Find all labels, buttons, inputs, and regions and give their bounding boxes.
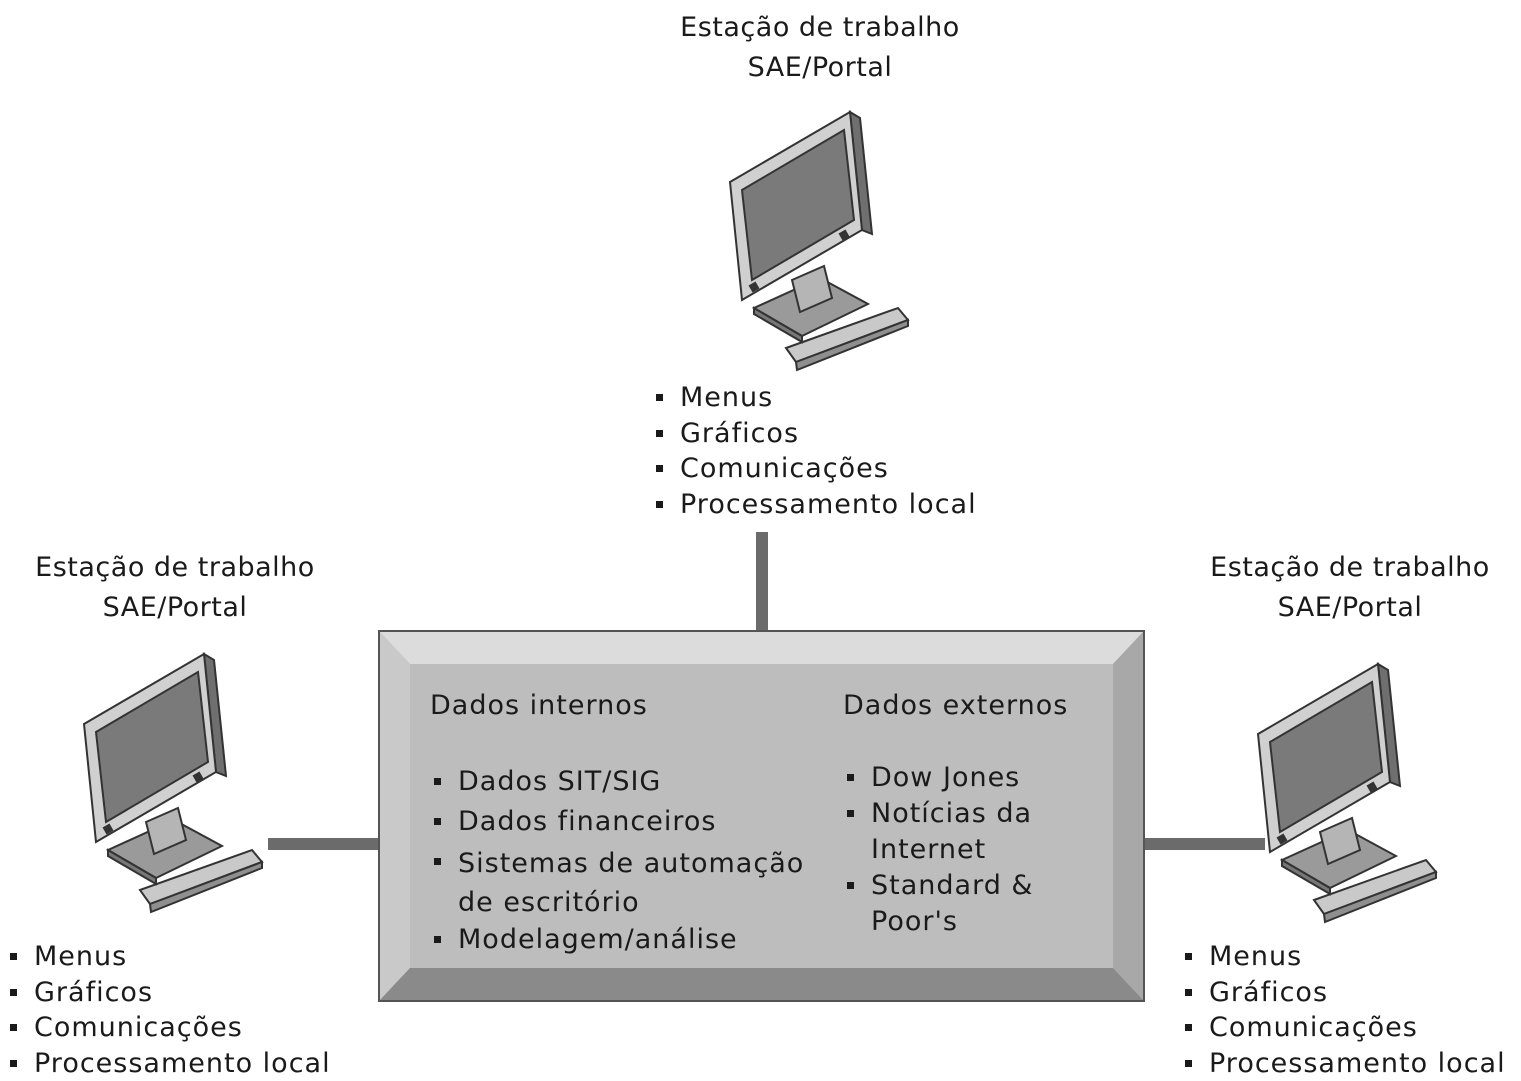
left-workstation-title-line2: SAE/Portal [0,588,350,628]
right-workstation-title: Estação de trabalho SAE/Portal [1172,548,1521,628]
left-workstation-features: Menus Gráficos Comunicações Processament… [8,939,331,1081]
internal-data-item: Modelagem/análise [432,922,804,958]
top-workstation-title-line2: SAE/Portal [640,48,1000,88]
feature-item: Menus [654,380,977,416]
left-connector-line [268,838,380,850]
feature-item: Gráficos [1183,975,1506,1011]
right-connector-line [1143,838,1265,850]
top-workstation-features: Menus Gráficos Comunicações Processament… [654,380,977,522]
data-server-box: Dados internos Dados SIT/SIG Dados finan… [378,630,1145,1002]
top-workstation-title: Estação de trabalho SAE/Portal [640,8,1000,88]
top-computer-icon [728,108,918,383]
external-data-item: Dow Jones [845,760,1033,796]
feature-item: Processamento local [1183,1046,1506,1081]
top-workstation-title-line1: Estação de trabalho [640,8,1000,48]
right-computer-icon [1256,660,1446,935]
feature-item: Processamento local [8,1046,331,1081]
external-data-list: Dow Jones Notícias da Internet Standard … [845,760,1033,940]
internal-data-list: Dados SIT/SIG Dados financeiros Sistemas… [432,764,804,958]
left-workstation-title: Estação de trabalho SAE/Portal [0,548,350,628]
internal-data-item: Sistemas de automação de escritório [432,844,804,922]
feature-item: Processamento local [654,487,977,523]
internal-data-item: Dados SIT/SIG [432,764,804,800]
left-workstation-title-line1: Estação de trabalho [0,548,350,588]
external-data-heading: Dados externos [843,690,1068,721]
feature-item: Menus [8,939,331,975]
right-workstation-features: Menus Gráficos Comunicações Processament… [1183,939,1506,1081]
external-data-item: Standard & Poor's [845,868,1033,940]
feature-item: Comunicações [8,1010,331,1046]
internal-data-heading: Dados internos [430,690,648,721]
feature-item: Gráficos [8,975,331,1011]
internal-data-item: Dados financeiros [432,804,804,840]
right-workstation-title-line1: Estação de trabalho [1172,548,1521,588]
feature-item: Comunicações [1183,1010,1506,1046]
external-data-item: Notícias da Internet [845,796,1033,868]
left-computer-icon [82,650,272,925]
feature-item: Gráficos [654,416,977,452]
feature-item: Menus [1183,939,1506,975]
right-workstation-title-line2: SAE/Portal [1172,588,1521,628]
top-connector-line [756,532,768,632]
feature-item: Comunicações [654,451,977,487]
